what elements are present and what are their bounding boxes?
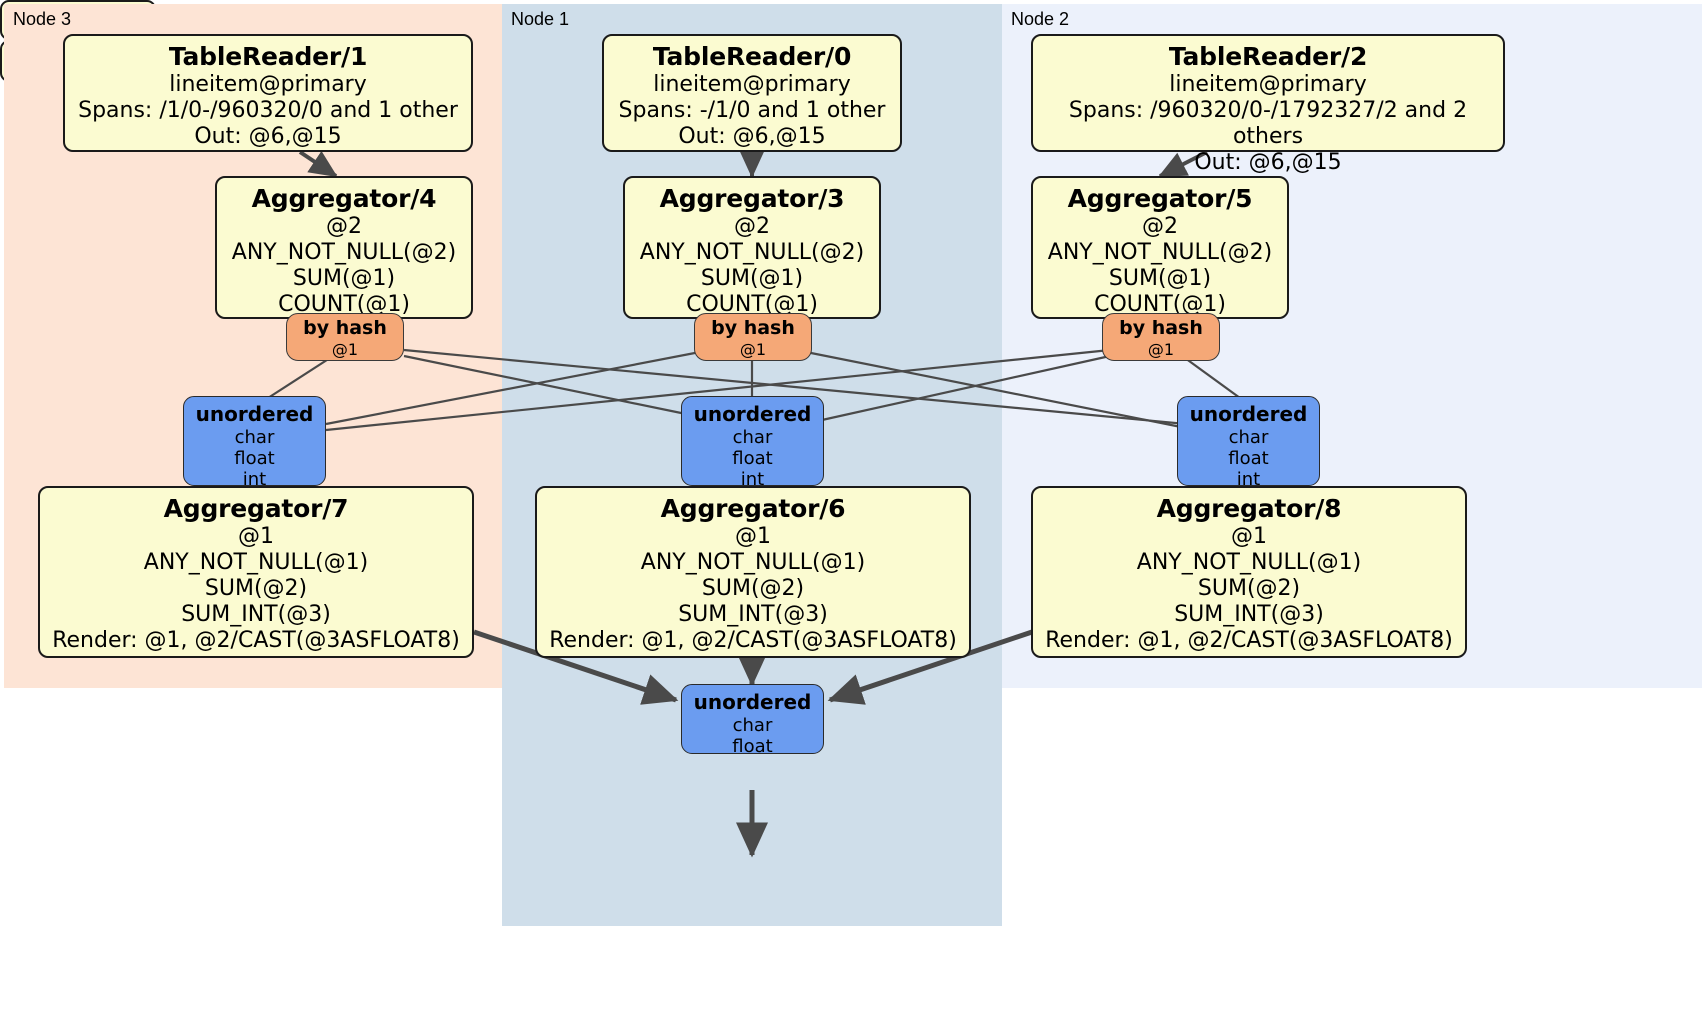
processor-tablereader-0[interactable]: TableReader/0 lineitem@primary Spans: -/… [602, 34, 902, 152]
processor-func: SUM(@1) [1108, 266, 1212, 291]
processor-title: Aggregator/5 [1067, 184, 1253, 213]
processor-title: Aggregator/8 [1156, 494, 1342, 523]
processor-group: @1 [238, 524, 274, 549]
processor-title: TableReader/2 [1168, 42, 1368, 71]
processor-render: Render: @1, @2/CAST(@3ASFLOAT8) [52, 628, 460, 653]
sync-type: char [234, 427, 275, 448]
router-column: @1 [739, 340, 767, 359]
sync-type: char [1228, 427, 1269, 448]
output-router-by-hash-center[interactable]: by hash @1 [694, 313, 812, 361]
processor-func: SUM(@1) [292, 266, 396, 291]
processor-aggregator-5[interactable]: Aggregator/5 @2 ANY_NOT_NULL(@2) SUM(@1)… [1031, 176, 1289, 319]
node-panel-label: Node 2 [1011, 9, 1070, 29]
processor-func: SUM(@2) [204, 576, 308, 601]
router-column: @1 [1147, 340, 1175, 359]
sync-type: char [732, 427, 773, 448]
processor-title: Aggregator/3 [659, 184, 845, 213]
processor-table: lineitem@primary [653, 72, 851, 97]
processor-render: Render: @1, @2/CAST(@3ASFLOAT8) [549, 628, 957, 653]
processor-group: @2 [734, 214, 770, 239]
processor-group: @2 [326, 214, 362, 239]
processor-title: Aggregator/7 [163, 494, 349, 523]
synchronizer-unordered-final[interactable]: unordered char float [681, 684, 824, 757]
sync-type: float [732, 736, 773, 757]
router-title: by hash [303, 317, 387, 339]
processor-aggregator-7[interactable]: Aggregator/7 @1 ANY_NOT_NULL(@1) SUM(@2)… [38, 486, 474, 658]
processor-aggregator-6[interactable]: Aggregator/6 @1 ANY_NOT_NULL(@1) SUM(@2)… [535, 486, 971, 658]
router-column: @1 [331, 340, 359, 359]
processor-func: ANY_NOT_NULL(@1) [1136, 550, 1362, 575]
processor-render: Render: @1, @2/CAST(@3ASFLOAT8) [1045, 628, 1453, 653]
sync-type: float [732, 448, 773, 469]
synchronizer-unordered-left[interactable]: unordered char float int [183, 396, 326, 490]
processor-table: lineitem@primary [1169, 72, 1367, 97]
processor-title: TableReader/1 [168, 42, 368, 71]
processor-func: SUM_INT(@3) [678, 602, 828, 627]
processor-title: TableReader/0 [652, 42, 852, 71]
sync-title: unordered [693, 402, 812, 426]
router-title: by hash [1119, 317, 1203, 339]
node-panel-label: Node 1 [511, 9, 570, 29]
processor-out: Out: @6,@15 [1194, 150, 1342, 175]
processor-func: SUM(@2) [1197, 576, 1301, 601]
sync-type: int [740, 469, 765, 490]
sync-title: unordered [195, 402, 314, 426]
output-router-by-hash-left[interactable]: by hash @1 [286, 313, 404, 361]
processor-out: Out: @6,@15 [678, 124, 826, 149]
processor-func: ANY_NOT_NULL(@2) [639, 240, 865, 265]
processor-aggregator-4[interactable]: Aggregator/4 @2 ANY_NOT_NULL(@2) SUM(@1)… [215, 176, 473, 319]
processor-func: SUM_INT(@3) [1174, 602, 1324, 627]
processor-group: @1 [735, 524, 771, 549]
processor-title: Aggregator/6 [660, 494, 846, 523]
sync-type: char [732, 715, 773, 736]
processor-group: @2 [1142, 214, 1178, 239]
sync-type: int [242, 469, 267, 490]
synchronizer-unordered-right[interactable]: unordered char float int [1177, 396, 1320, 490]
output-router-by-hash-right[interactable]: by hash @1 [1102, 313, 1220, 361]
processor-spans: Spans: /960320/0-/1792327/2 and 2 others [1068, 98, 1468, 149]
sync-type: float [234, 448, 275, 469]
processor-group: @1 [1231, 524, 1267, 549]
processor-title: Aggregator/4 [251, 184, 437, 213]
processor-tablereader-2[interactable]: TableReader/2 lineitem@primary Spans: /9… [1031, 34, 1505, 175]
sync-title: unordered [693, 690, 812, 714]
processor-func: ANY_NOT_NULL(@1) [640, 550, 866, 575]
processor-func: COUNT(@1) [686, 292, 818, 317]
processor-out: Out: @6,@15 [194, 124, 342, 149]
processor-tablereader-1[interactable]: TableReader/1 lineitem@primary Spans: /1… [63, 34, 473, 152]
processor-func: ANY_NOT_NULL(@2) [1047, 240, 1273, 265]
processor-func: SUM(@1) [700, 266, 804, 291]
processor-func: COUNT(@1) [278, 292, 410, 317]
processor-spans: Spans: /1/0-/960320/0 and 1 other [78, 98, 458, 123]
processor-func: ANY_NOT_NULL(@1) [143, 550, 369, 575]
processor-spans: Spans: -/1/0 and 1 other [618, 98, 886, 123]
router-title: by hash [711, 317, 795, 339]
processor-table: lineitem@primary [169, 72, 367, 97]
node-panel-label: Node 3 [13, 9, 72, 29]
synchronizer-unordered-center[interactable]: unordered char float int [681, 396, 824, 490]
processor-aggregator-8[interactable]: Aggregator/8 @1 ANY_NOT_NULL(@1) SUM(@2)… [1031, 486, 1467, 658]
sync-title: unordered [1189, 402, 1308, 426]
processor-aggregator-3[interactable]: Aggregator/3 @2 ANY_NOT_NULL(@2) SUM(@1)… [623, 176, 881, 319]
processor-func: COUNT(@1) [1094, 292, 1226, 317]
processor-func: SUM(@2) [701, 576, 805, 601]
processor-func: ANY_NOT_NULL(@2) [231, 240, 457, 265]
sync-type: float [1228, 448, 1269, 469]
sync-type: int [1236, 469, 1261, 490]
processor-func: SUM_INT(@3) [181, 602, 331, 627]
